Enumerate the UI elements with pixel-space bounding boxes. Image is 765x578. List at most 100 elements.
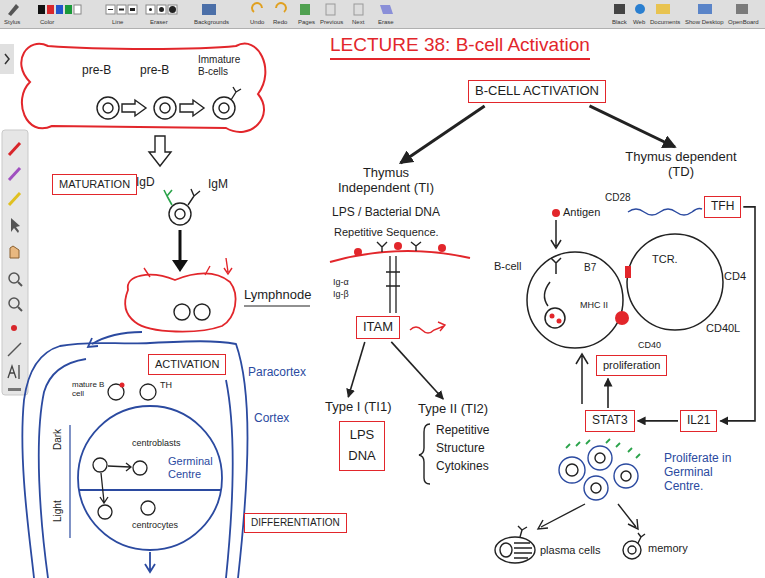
- annotation-label: CD4: [724, 270, 746, 283]
- branch-heading: Thymus dependent (TD): [620, 150, 742, 180]
- bone-outline: [21, 44, 265, 132]
- cell-symbol: [621, 471, 631, 481]
- cell-symbol: [514, 543, 532, 558]
- toolbar-bar: [0, 0, 765, 29]
- membrane: [438, 244, 446, 252]
- cell-symbol: [100, 473, 108, 503]
- toolbar-icon: [65, 5, 72, 14]
- membrane: [386, 256, 400, 313]
- stage-box: MATURATION: [52, 174, 137, 195]
- annotation-label: MHC II: [580, 300, 608, 310]
- toolbar-label: Line: [112, 19, 123, 26]
- annotation-label: Proliferate in Germinal Centre.: [664, 452, 744, 493]
- lymph-node-outline: [224, 258, 232, 274]
- bone-outline: [21, 44, 265, 132]
- b-cell-symbol: [544, 282, 550, 306]
- toolbar-icon: [8, 3, 748, 16]
- b-cell-symbol: [103, 103, 113, 113]
- side-toolbar: [2, 130, 28, 395]
- toolbar-icon: [252, 3, 262, 12]
- process-box: IL21: [680, 410, 717, 432]
- process-box: STAT3: [585, 410, 635, 432]
- b-cell-symbol: [97, 87, 241, 225]
- b-cell-symbol: [149, 136, 171, 166]
- annotation-label: Repetitive Sequence.: [334, 226, 439, 239]
- flow-arrow: [172, 260, 188, 272]
- cell-symbol: [93, 458, 107, 472]
- cell-symbol: [518, 526, 527, 537]
- toolbar-label: Eraser: [150, 19, 168, 26]
- side-toolbar: [18, 282, 22, 286]
- cell-symbol: [93, 384, 156, 519]
- side-toolbar: [10, 246, 19, 258]
- cell-symbol: [495, 537, 535, 563]
- annotation-label: Ig-α: [333, 277, 349, 287]
- lymph-node-section: [226, 380, 233, 578]
- b-cell-symbol: [188, 189, 200, 205]
- lymph-node-section: [145, 552, 155, 572]
- toolbar-icon: [119, 9, 124, 11]
- node-text: DIFFERENTIATION: [251, 517, 340, 529]
- toolbar-icon: [326, 4, 335, 15]
- side-toolbar: [18, 307, 22, 311]
- b-cell-symbol: [545, 308, 565, 328]
- cell-symbol: [500, 543, 512, 557]
- flow-arrow: [590, 106, 675, 147]
- toolbar-label: Documents: [650, 19, 680, 26]
- toolbar-label: Erase: [378, 19, 394, 26]
- toolbar-label: Web: [633, 19, 645, 26]
- toolbar-icon: [47, 5, 54, 14]
- annotation-label: CD40: [638, 340, 661, 350]
- toolbar-icon: [128, 5, 137, 14]
- cell-symbol: [566, 439, 640, 458]
- antigen-dot: [615, 311, 629, 325]
- toolbar-icon: [698, 4, 712, 14]
- toolbar-label: Backgrounds: [194, 19, 229, 26]
- side-toolbar: [0, 44, 14, 74]
- b-cell-symbol: [551, 220, 561, 248]
- b-cell-symbol: [231, 87, 241, 100]
- annotation-label: CD40L: [706, 322, 740, 335]
- toolbar-label: Black: [612, 19, 627, 26]
- toolbar-icon: [159, 7, 164, 12]
- lymph-node-section: [79, 489, 221, 491]
- lymph-node-outline: [194, 304, 210, 320]
- flow-arrow: [172, 230, 188, 272]
- cell-symbol: [133, 461, 147, 475]
- toolbar-icon: [56, 5, 63, 14]
- cell-symbol: [538, 504, 585, 529]
- flow-arrow: [607, 379, 609, 408]
- toolbar-icon: [8, 4, 19, 16]
- b-cell-symbol: [627, 234, 723, 330]
- cell-symbol: [638, 533, 645, 543]
- node-text: Type I (TI1): [325, 400, 391, 415]
- toolbar-label: Undo: [250, 19, 264, 26]
- toolbar-icon: [656, 4, 670, 14]
- toolbar-label: Previous: [320, 19, 343, 26]
- b-cell-symbol: [213, 97, 235, 119]
- cell-symbol: [591, 483, 601, 493]
- cell-symbol: [618, 504, 638, 529]
- igd-receptor: [164, 190, 172, 205]
- toolbar-icon: [276, 3, 286, 12]
- side-toolbar: [9, 143, 20, 155]
- cell-symbol: [140, 384, 156, 400]
- cell-symbol: [108, 463, 131, 471]
- annotation-label: memory: [648, 542, 688, 555]
- toolbar-icon: [169, 6, 176, 13]
- b-cell-symbol: [219, 103, 229, 113]
- annotation-label: centrocytes: [132, 520, 178, 530]
- antigen-dot: [625, 266, 631, 278]
- b-cell-symbol: [160, 103, 170, 113]
- heading-box: B-CELL ACTIVATION: [468, 80, 606, 103]
- toolbar-label: Color: [40, 19, 54, 26]
- cd28-link: [628, 208, 702, 215]
- annotation-label: B7: [584, 262, 596, 274]
- annotation-label: CD28: [605, 192, 631, 204]
- node-text: MATURATION: [59, 178, 130, 191]
- node-text: Thymus Independent (TI): [325, 166, 447, 196]
- toolbar-label: Pages: [298, 19, 315, 26]
- antigen-dot: [550, 314, 555, 319]
- node-text: TFH: [711, 200, 734, 214]
